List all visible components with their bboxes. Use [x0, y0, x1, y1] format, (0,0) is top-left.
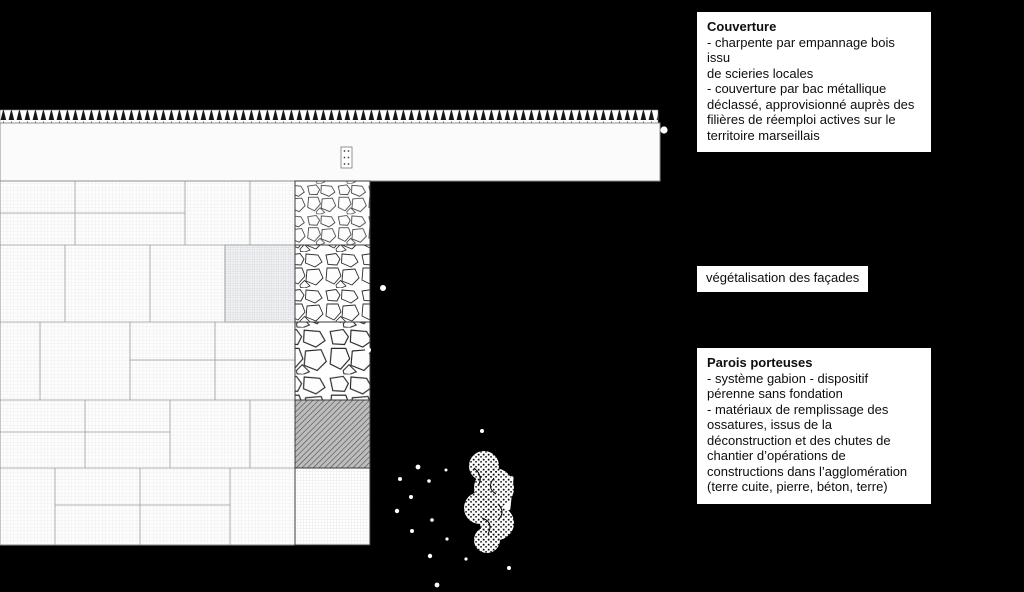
gabion-column	[294, 180, 371, 546]
seed-dot	[427, 479, 431, 483]
leader-dot	[365, 347, 371, 353]
seed-dot	[434, 582, 440, 588]
annotation-title: Parois porteuses	[707, 355, 813, 370]
seed-dot	[394, 508, 400, 514]
annotation-body: - système gabion - dispositif pérenne sa…	[707, 370, 908, 495]
seed-dot	[445, 537, 449, 541]
plant-sketch	[464, 451, 514, 553]
seed-dot	[430, 518, 434, 522]
seed-dot	[444, 468, 448, 472]
seed-dot	[507, 566, 511, 570]
annotation-couverture: Couverture - charpente par empannage boi…	[697, 12, 931, 152]
stone-infill-block	[294, 244, 371, 323]
roof-corrugation	[0, 109, 659, 124]
seed-dot	[480, 429, 484, 433]
stone-infill-block	[294, 321, 371, 401]
leader-dots	[365, 126, 668, 588]
block-joints	[0, 181, 295, 545]
annotation-vegetalisation: végétalisation des façades	[697, 266, 869, 292]
seed-dot	[409, 495, 413, 499]
stone-infill-block	[294, 180, 371, 246]
leader-dot	[660, 126, 668, 134]
seed-dot	[398, 477, 402, 481]
annotation-label: végétalisation des façades	[706, 270, 860, 285]
hatch-infill-block	[294, 399, 371, 469]
dense-mesh-block	[224, 244, 296, 323]
annotation-parois: Parois porteuses - système gabion - disp…	[697, 348, 931, 504]
annotation-title: Couverture	[707, 19, 777, 34]
seed-dot	[464, 557, 468, 561]
leader-dot	[380, 285, 386, 291]
seed-dot	[427, 553, 433, 559]
seed-dot	[415, 464, 421, 470]
fixing-plate	[340, 146, 353, 169]
seed-dot	[410, 529, 414, 533]
annotation-body: - charpente par empannage bois issu de s…	[707, 34, 915, 143]
grid-infill-block	[294, 467, 371, 546]
wall-grid	[0, 180, 296, 546]
roof-fascia	[0, 122, 661, 182]
